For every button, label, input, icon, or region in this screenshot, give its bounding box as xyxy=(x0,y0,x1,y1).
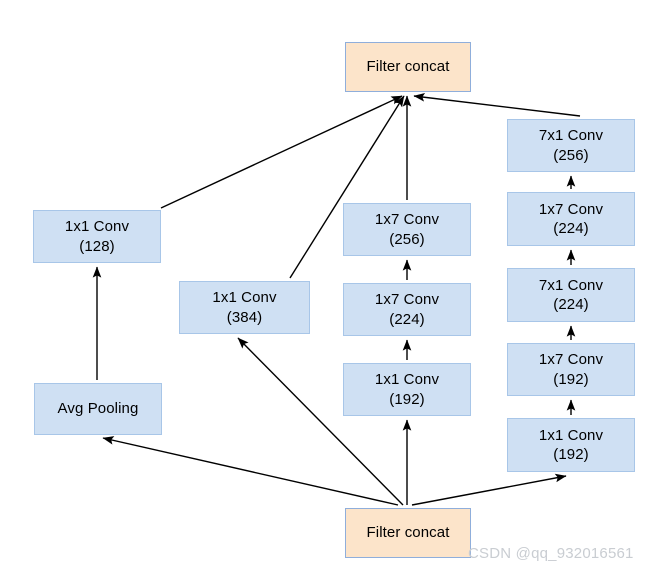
node-label-primary: 1x1 Conv xyxy=(212,289,277,307)
node-label-channels: (128) xyxy=(79,237,115,255)
node-concat_bottom: Filter concat xyxy=(345,508,471,558)
node-branch_c1: 1x1 Conv(192) xyxy=(343,363,471,416)
node-branch_d4: 1x7 Conv (224) xyxy=(507,192,635,246)
arrow-concat_bottom-to-branch_d1 xyxy=(411,473,567,506)
node-label-primary: Filter concat xyxy=(366,58,450,76)
node-branch_d3: 7x1 Conv (224) xyxy=(507,268,635,322)
node-label-primary: 7x1 Conv xyxy=(538,127,604,145)
node-label-primary: 1x7 Conv xyxy=(538,200,604,218)
node-label-primary: 7x1 Conv xyxy=(538,276,604,294)
node-label-primary: 1x1 Conv xyxy=(64,218,130,236)
node-avg_pool: Avg Pooling xyxy=(34,383,162,435)
node-label-channels: (192) xyxy=(553,446,589,463)
node-pool_a1: 1x1 Conv(128) xyxy=(33,210,161,263)
node-branch_c2: 1x7 Conv(224) xyxy=(343,283,471,336)
arrow-branch_d5-to-concat_top xyxy=(413,92,581,117)
node-label-primary: 1x1 Conv xyxy=(374,371,440,389)
node-label-primary: 1x7 Conv xyxy=(538,351,604,369)
node-label-channels: (192) xyxy=(553,370,589,388)
arrow-pool_a1-to-concat_top xyxy=(160,95,403,209)
node-label-channels: (384) xyxy=(226,308,263,326)
arrow-group xyxy=(92,92,581,506)
node-label-primary: 1x1 Conv xyxy=(538,426,604,444)
node-label-primary: 1x7 Conv xyxy=(374,211,440,229)
node-branch_c3: 1x7 Conv(256) xyxy=(343,203,471,256)
node-label-primary: 1x7 Conv xyxy=(374,291,440,309)
node-branch_d1: 1x1 Conv (192) xyxy=(507,418,635,472)
watermark-text: CSDN @qq_932016561 xyxy=(468,545,634,562)
node-concat_top: Filter concat xyxy=(345,42,471,92)
node-branch_d5: 7x1 Conv(256) xyxy=(507,119,635,172)
node-branch_d2: 1x7 Conv(192) xyxy=(507,343,635,396)
arrow-concat_bottom-to-branch_b1 xyxy=(237,337,404,506)
node-label-channels: (224) xyxy=(389,310,425,328)
node-label-channels: (192) xyxy=(389,390,425,408)
node-label-channels: (256) xyxy=(553,146,589,164)
arrow-concat_bottom-to-avg_pool xyxy=(102,436,399,506)
arrow-branch_b1-to-concat_top xyxy=(289,95,405,279)
node-label-channels: (224) xyxy=(553,220,589,237)
node-label-channels: (256) xyxy=(389,230,425,248)
node-branch_b1: 1x1 Conv(384) xyxy=(179,281,310,334)
node-label-channels: (224) xyxy=(553,296,589,313)
node-label-primary: Filter concat xyxy=(366,524,450,542)
node-label-primary: Avg Pooling xyxy=(57,400,139,418)
